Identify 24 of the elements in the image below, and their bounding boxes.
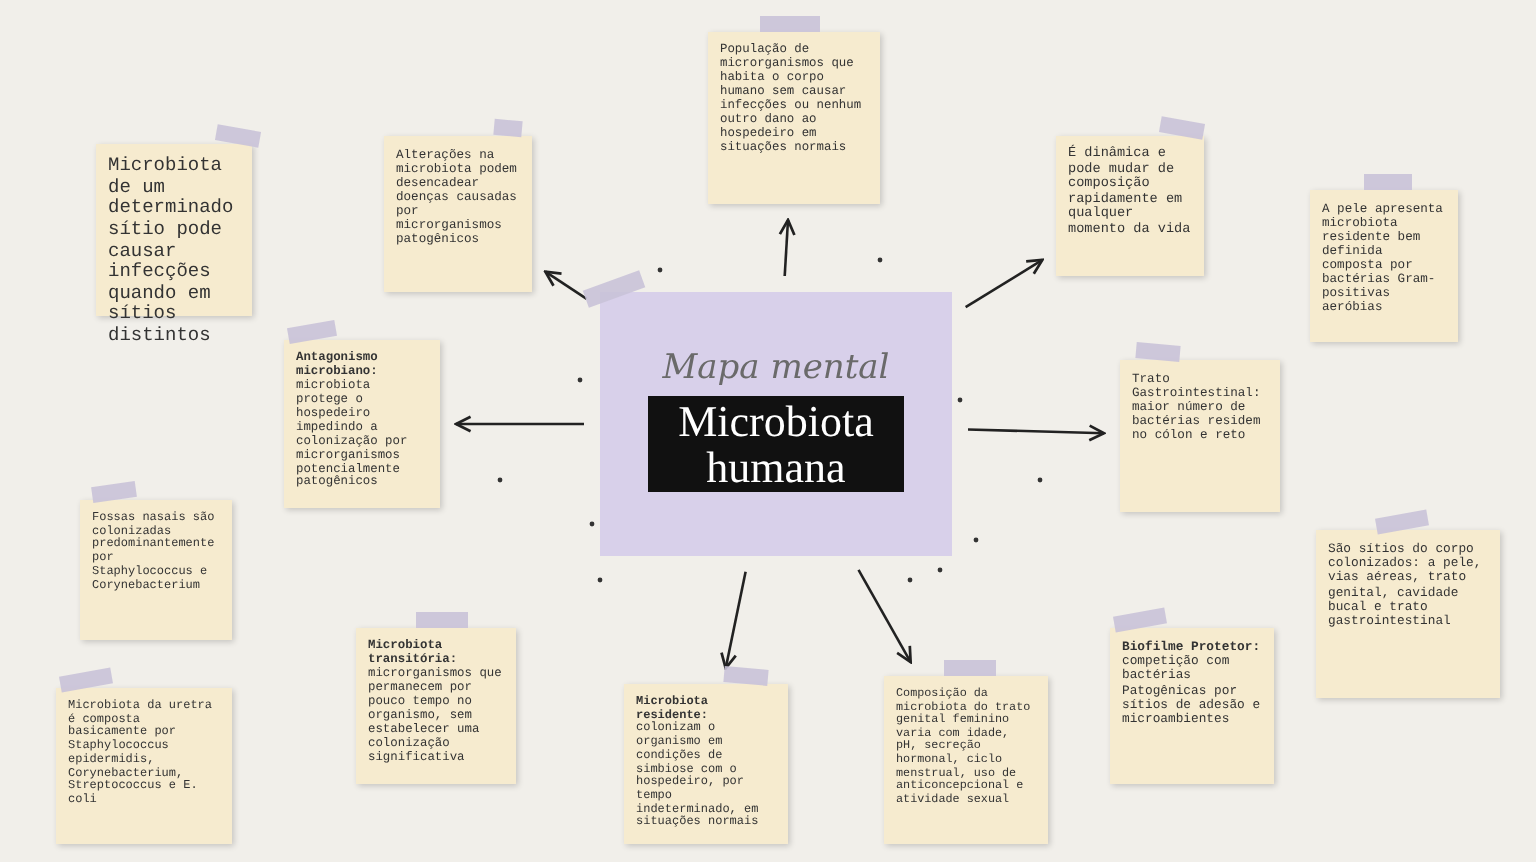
sticky-note <box>1310 190 1458 342</box>
sticky-note <box>384 136 532 292</box>
arrow <box>778 218 796 277</box>
arrow <box>720 571 747 670</box>
arrow <box>857 569 912 664</box>
sticky-note <box>1110 628 1274 784</box>
arrow <box>454 415 584 433</box>
sticky-note <box>1120 360 1280 512</box>
sticky-note <box>1316 530 1500 698</box>
sticky-note <box>80 500 232 640</box>
sticky-note <box>884 676 1048 844</box>
sticky-note <box>284 340 440 508</box>
sticky-note <box>56 688 232 844</box>
sticky-note <box>624 684 788 844</box>
sticky-note <box>1056 136 1204 276</box>
sticky-note <box>356 628 516 784</box>
sticky-note <box>708 32 880 204</box>
note-text: Microbiota de um determinado sítio pode causar infecções quando em sítios distintos <box>108 156 236 348</box>
subtitle: Mapa mental <box>662 348 890 388</box>
title: Microbiota humana <box>648 396 904 493</box>
arrow <box>544 270 588 301</box>
central-card <box>600 292 952 556</box>
arrow <box>967 424 1106 442</box>
arrow <box>964 258 1044 309</box>
